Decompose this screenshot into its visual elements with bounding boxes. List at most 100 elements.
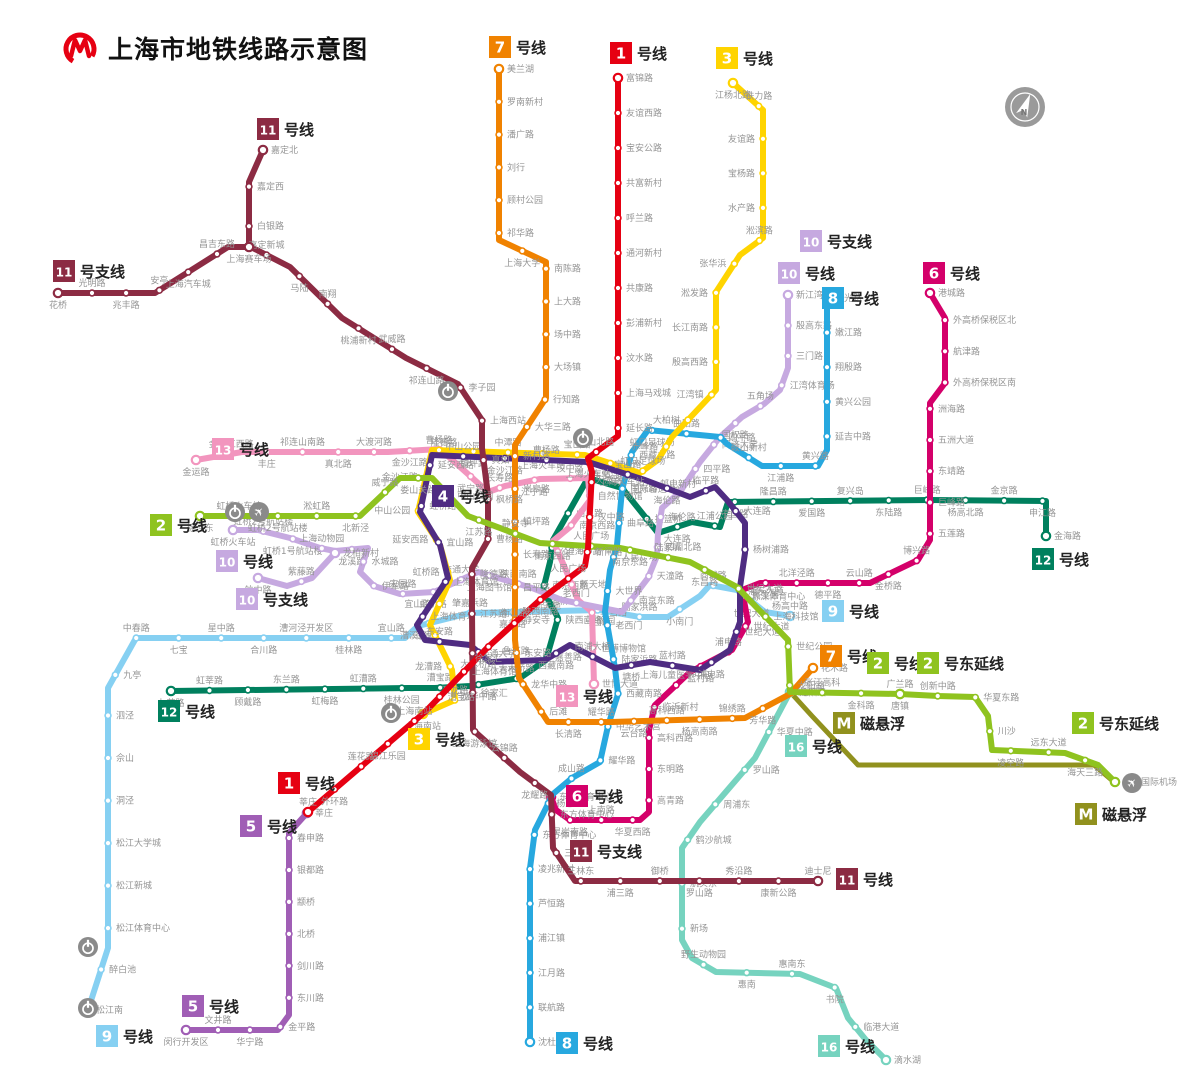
- station-dot-line3: [435, 600, 444, 608]
- badge-square: [212, 438, 234, 460]
- station-dot-line1: [410, 717, 419, 725]
- station-dot-line16: [830, 983, 839, 992]
- station-dot-line9: [175, 634, 183, 642]
- station-label: 祁华路: [507, 227, 534, 239]
- station-dot-line8: [811, 462, 820, 470]
- station-dot-line4: [459, 452, 467, 461]
- station-dot-line11b: [122, 289, 130, 297]
- station-dot-line2: [785, 681, 794, 689]
- station-label: 真北路: [325, 458, 352, 470]
- station-dot-line11b: [184, 268, 192, 276]
- station-dot-line6: [672, 681, 680, 689]
- station-label: 南京东路: [639, 595, 675, 607]
- station-dot-line1: [585, 513, 594, 521]
- badge-suffix: 号线: [185, 703, 215, 721]
- station-dot-line5: [285, 866, 293, 874]
- station-dot-line1: [614, 144, 622, 152]
- station-dot-line1: [536, 595, 545, 604]
- station-dot-line2e: [971, 693, 979, 702]
- station-label: 博兴路: [903, 545, 930, 557]
- station-dot-line6: [924, 287, 936, 299]
- station-label: 长江南路: [672, 321, 708, 333]
- badge-number: 12: [161, 706, 178, 720]
- station-dot-line1: [302, 806, 314, 818]
- station-label: 嘉定西: [257, 181, 284, 193]
- station-dot-line5: [285, 994, 293, 1002]
- metro-line-line1: [305, 75, 621, 815]
- station-label: 长寿路: [486, 472, 513, 484]
- station-dot-line13: [298, 448, 307, 456]
- station-dot-line9: [709, 581, 717, 590]
- station-dot-line4: [441, 578, 450, 586]
- badge-number: 8: [562, 1035, 572, 1053]
- station-dot-line5: [214, 1026, 222, 1034]
- shanghai-metro-logo: [63, 32, 97, 66]
- station-label: 铁力路: [745, 90, 772, 102]
- station-dot-line10: [227, 524, 239, 536]
- station-dot-line6: [926, 498, 934, 507]
- station-label: 蓝村路: [659, 650, 686, 662]
- station-dot-line7: [495, 98, 503, 106]
- station-dot-line6: [650, 703, 659, 711]
- station-dot-line3: [712, 323, 720, 332]
- station-label: 上海图书馆: [467, 581, 512, 593]
- badge-number: 16: [821, 1041, 838, 1055]
- station-label: 华夏西路: [615, 826, 651, 838]
- station-dot-line11: [531, 779, 539, 787]
- station-label: 御桥: [651, 865, 669, 877]
- station-dot-line1: [612, 72, 624, 84]
- station-dot-line2e: [1109, 776, 1121, 788]
- station-dot-line4: [731, 507, 740, 515]
- badge-suffix: 磁悬浮: [860, 715, 905, 733]
- station-label: 安亭: [150, 274, 168, 286]
- station-dot-line8: [618, 485, 627, 493]
- badge-square: [257, 118, 279, 140]
- station-label: 星中路: [208, 622, 235, 634]
- badge-number: 4: [438, 488, 448, 506]
- station-label: 龙阳路: [798, 679, 825, 691]
- station-dot-line6: [645, 765, 653, 773]
- station-dot-line10: [656, 513, 665, 521]
- station-dot-line12: [769, 497, 777, 506]
- station-dot-line12: [961, 496, 970, 504]
- station-dot-line2: [734, 584, 743, 593]
- station-dot-line8: [823, 328, 831, 337]
- station-dot-line2e: [894, 688, 906, 700]
- station-label: 罗山路: [753, 764, 780, 776]
- railway-station-icon: [78, 998, 98, 1018]
- station-label: 上海西站: [490, 415, 526, 427]
- station-label: 云台路: [620, 727, 647, 739]
- badge-suffix: 号支线: [827, 233, 872, 251]
- station-dot-line11: [422, 364, 431, 372]
- station-dot-line8: [526, 969, 534, 977]
- badge-number: 5: [188, 998, 198, 1016]
- station-dot-line4: [707, 658, 716, 667]
- railway-station-icon: [78, 937, 98, 957]
- station-label: 七宝: [170, 644, 188, 656]
- station-dot-line11b: [155, 286, 164, 294]
- station-dot-line2: [475, 516, 483, 524]
- badge-square: [53, 260, 75, 282]
- station-dot-line3: [712, 358, 720, 366]
- station-label: 云山路: [846, 567, 873, 579]
- station-dot-line3: [446, 662, 454, 671]
- station-dot-line3: [684, 416, 692, 424]
- badge-number: 10: [803, 236, 820, 250]
- station-label: 张江高科: [804, 677, 840, 689]
- station-label: 紫藤路: [288, 565, 315, 577]
- badge-square: [867, 652, 889, 674]
- badge-suffix: 号东延线: [1099, 715, 1159, 733]
- station-dot-line4: [627, 661, 635, 669]
- station-dot-line2: [761, 612, 770, 621]
- svg-text:N: N: [1021, 108, 1028, 117]
- station-dot-line10: [318, 544, 326, 553]
- station-label: 书院: [826, 994, 844, 1006]
- badge-number: 12: [1035, 554, 1052, 568]
- station-dot-line6: [645, 796, 653, 804]
- station-dot-line5: [285, 962, 293, 970]
- station-label: 友谊路: [728, 133, 755, 145]
- badge-number: 3: [722, 50, 732, 68]
- station-dot-line6: [597, 816, 605, 824]
